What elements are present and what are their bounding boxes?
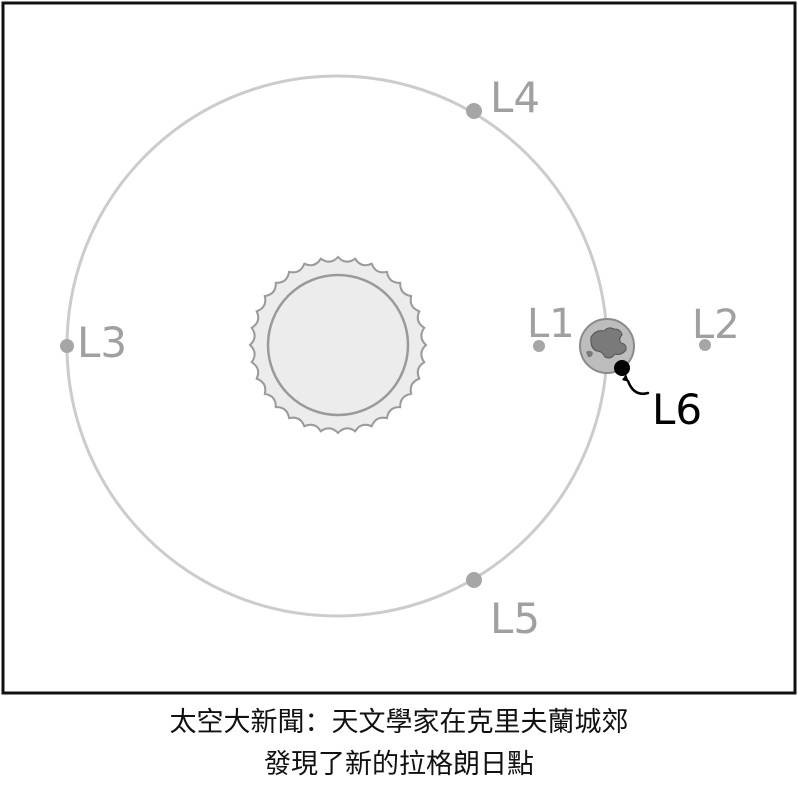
arrow-icon bbox=[622, 374, 650, 395]
l3-point bbox=[60, 339, 74, 353]
l5-label: L5 bbox=[490, 594, 540, 643]
l4-point bbox=[466, 103, 482, 119]
l1-point bbox=[533, 340, 545, 352]
caption: 太空大新聞：天文學家在克里夫蘭城郊 發現了新的拉格朗日點 bbox=[0, 700, 798, 800]
caption-line-1: 太空大新聞：天文學家在克里夫蘭城郊 bbox=[169, 707, 629, 738]
caption-line-2: 發現了新的拉格朗日點 bbox=[264, 749, 534, 780]
l5-point bbox=[466, 572, 482, 588]
l2-point bbox=[699, 339, 711, 351]
l1-label: L1 bbox=[527, 301, 575, 347]
comic-panel: L4 L5 L3 L1 L2 L6 bbox=[1, 1, 797, 695]
earth-icon bbox=[579, 318, 635, 374]
l3-label: L3 bbox=[77, 318, 127, 367]
l2-label: L2 bbox=[692, 302, 740, 348]
lagrange-diagram: L4 L5 L3 L1 L2 L6 bbox=[1, 1, 797, 695]
l4-label: L4 bbox=[490, 73, 540, 122]
sun-icon bbox=[248, 255, 428, 435]
l6-label: L6 bbox=[652, 385, 702, 434]
l6-point bbox=[614, 360, 630, 376]
